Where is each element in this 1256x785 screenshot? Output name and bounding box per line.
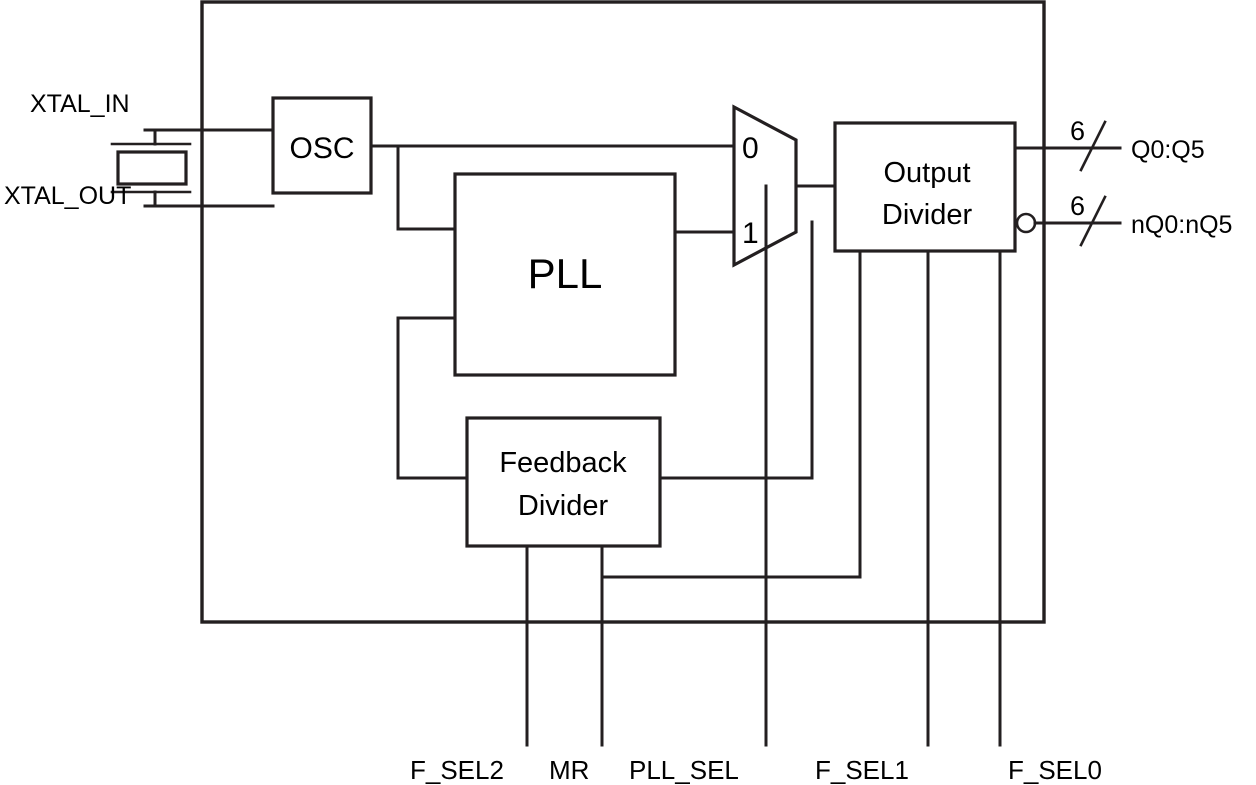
output-divider-feedback-tap-wire: [600, 249, 862, 579]
feedback-divider-output-wire: [658, 220, 814, 480]
nq-output-wire: [1015, 195, 1122, 247]
output-divider-block-rect: [833, 121, 1017, 253]
osc-block-rect: [271, 96, 373, 195]
chip-boundary-rect: [200, 0, 1046, 624]
osc-output-wire: [369, 144, 736, 231]
pll-block-rect: [453, 172, 677, 377]
q-output-wire: [1013, 120, 1122, 172]
feedback-divider-block-rect: [465, 416, 662, 548]
pll-feedback-input-wire: [396, 316, 469, 480]
crystal-symbol: [110, 128, 192, 208]
